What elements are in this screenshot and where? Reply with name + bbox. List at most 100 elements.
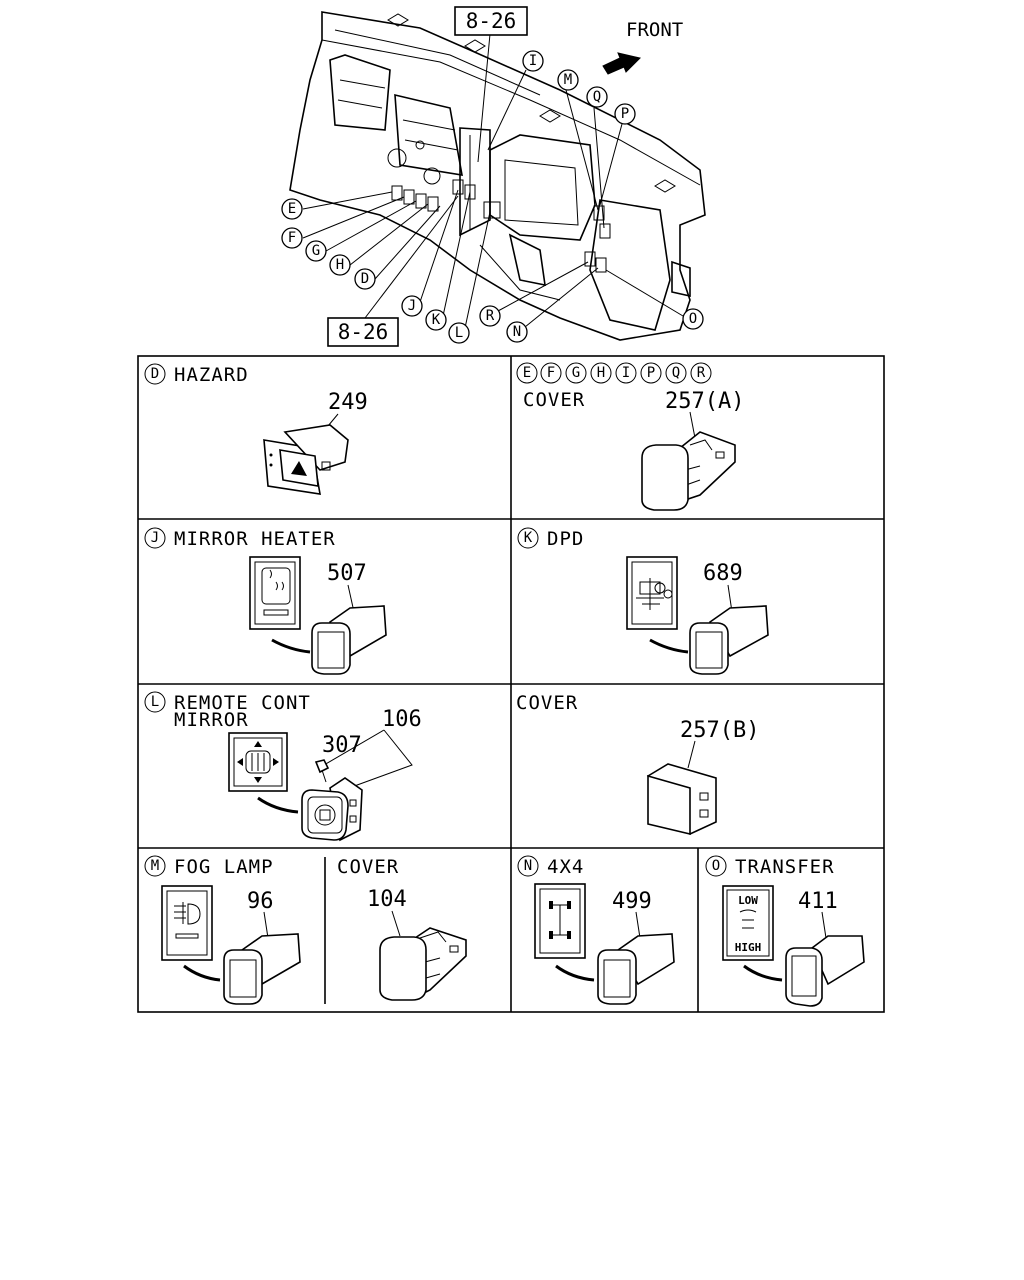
fog-lamp-label: FOG LAMP (174, 856, 274, 878)
remote-mirror-symbol-icon (228, 732, 288, 792)
callout-O: O (682, 308, 704, 330)
dpd-label: DPD (547, 528, 584, 550)
transfer-high-text: HIGH (735, 941, 762, 954)
mirror-heater-switch-icon (311, 605, 387, 675)
panel-cover-b: COVER 257(B) (516, 692, 759, 836)
hazard-label: HAZARD (174, 364, 249, 386)
transfer-switch-icon (785, 935, 865, 1007)
svg-text:E: E (523, 365, 531, 381)
svg-text:R: R (697, 365, 706, 381)
dpd-switch-icon (689, 605, 769, 675)
svg-text:Q: Q (672, 365, 680, 381)
svg-text:I: I (529, 53, 537, 69)
hazard-part-number: 249 (328, 390, 368, 415)
svg-text:F: F (547, 365, 555, 381)
callout-M: M (557, 69, 579, 91)
svg-text:O: O (689, 311, 697, 327)
svg-text:H: H (597, 365, 605, 381)
cover-104-label: COVER (337, 856, 399, 878)
mirror-heater-symbol-icon (249, 556, 301, 630)
svg-text:D: D (361, 271, 369, 287)
dpd-part-number: 689 (703, 561, 743, 586)
fog-lamp-switch-icon (223, 933, 301, 1005)
mirror-heater-part-number: 507 (327, 561, 367, 586)
svg-text:H: H (336, 257, 344, 273)
transfer-symbol-icon: LOW HIGH (722, 885, 774, 961)
svg-text:M: M (151, 858, 159, 874)
cover-b-icon (646, 763, 717, 836)
transfer-label: TRANSFER (735, 856, 835, 878)
callout-D: D (354, 268, 376, 290)
transfer-low-text: LOW (738, 894, 758, 907)
remote-mirror-part-number: 106 (382, 707, 422, 732)
4x4-label: 4X4 (547, 856, 584, 878)
cover-104-part-number: 104 (367, 887, 407, 912)
svg-text:O: O (712, 858, 720, 874)
front-label: FRONT (626, 19, 683, 41)
callout-F: F (281, 227, 303, 249)
fog-lamp-symbol-icon (161, 885, 213, 961)
fog-lamp-part-number: 96 (247, 889, 274, 914)
svg-text:L: L (151, 694, 159, 710)
panel-cover-a: E F G H I P Q R COVER 257(A) (516, 362, 744, 511)
remote-mirror-label-2: MIRROR (174, 709, 249, 731)
transfer-part-number: 411 (798, 889, 838, 914)
hazard-switch-icon (263, 424, 349, 495)
svg-text:N: N (524, 858, 532, 874)
callout-E: E (281, 198, 303, 220)
svg-text:P: P (647, 365, 655, 381)
front-arrow-icon (602, 52, 641, 75)
panel-fog-lamp: M FOG LAMP 96 (144, 855, 301, 1005)
overview-callouts: I M Q P E F G H D J K L R N O (281, 50, 704, 344)
mirror-heater-label: MIRROR HEATER (174, 528, 336, 550)
remote-mirror-switch-icon (301, 777, 363, 842)
dashboard-overview: FRONT 8-26 8-26 (289, 6, 706, 347)
screw-icon (314, 759, 330, 783)
remote-mirror-screw-part-number: 307 (322, 733, 362, 758)
svg-text:F: F (288, 230, 296, 246)
callout-P: P (614, 103, 636, 125)
dpd-symbol-icon (626, 556, 678, 630)
svg-text:G: G (572, 365, 580, 381)
svg-text:K: K (524, 530, 533, 546)
svg-text:R: R (486, 308, 495, 324)
callout-G: G (305, 240, 327, 262)
panel-remote-mirror: L REMOTE CONT MIRROR 106 307 (144, 691, 422, 842)
callout-R: R (479, 305, 501, 327)
hazard-letter: D (151, 366, 159, 382)
panel-4x4: N 4X4 499 (517, 855, 675, 1005)
svg-text:M: M (564, 72, 572, 88)
panel-mirror-heater: J MIRROR HEATER 507 (144, 527, 387, 675)
svg-text:I: I (622, 365, 630, 381)
svg-text:Q: Q (593, 89, 601, 105)
panel-dpd: K DPD 689 (517, 527, 769, 675)
callout-Q: Q (586, 86, 608, 108)
cover-b-label: COVER (516, 692, 578, 714)
callout-J: J (401, 295, 423, 317)
callout-I: I (522, 50, 544, 72)
cover-a-label: COVER (523, 389, 585, 411)
panel-hazard: D HAZARD 249 (144, 363, 368, 495)
cover-a-letters: E F G H I P Q R (516, 362, 712, 384)
callout-N: N (506, 321, 528, 343)
4x4-switch-icon (597, 933, 675, 1005)
callout-H: H (329, 254, 351, 276)
callout-L: L (448, 322, 470, 344)
svg-text:P: P (621, 106, 629, 122)
callout-K: K (425, 309, 447, 331)
cover-b-part-number: 257(B) (680, 718, 759, 743)
svg-text:J: J (408, 298, 416, 314)
remote-mirror-label-1: REMOTE CONT (174, 692, 311, 714)
parts-grid (137, 355, 885, 1013)
svg-text:J: J (151, 530, 159, 546)
panel-transfer: O TRANSFER 411 LOW HIGH (705, 855, 865, 1007)
ref-box-bottom: 8-26 (338, 320, 389, 344)
4x4-symbol-icon (534, 883, 586, 959)
cover-a-icon (641, 431, 736, 511)
cover-a-part-number: 257(A) (665, 389, 744, 414)
svg-text:N: N (513, 324, 521, 340)
cover-104-icon (379, 927, 467, 1001)
svg-text:G: G (312, 243, 320, 259)
ref-box-top: 8-26 (466, 9, 517, 33)
